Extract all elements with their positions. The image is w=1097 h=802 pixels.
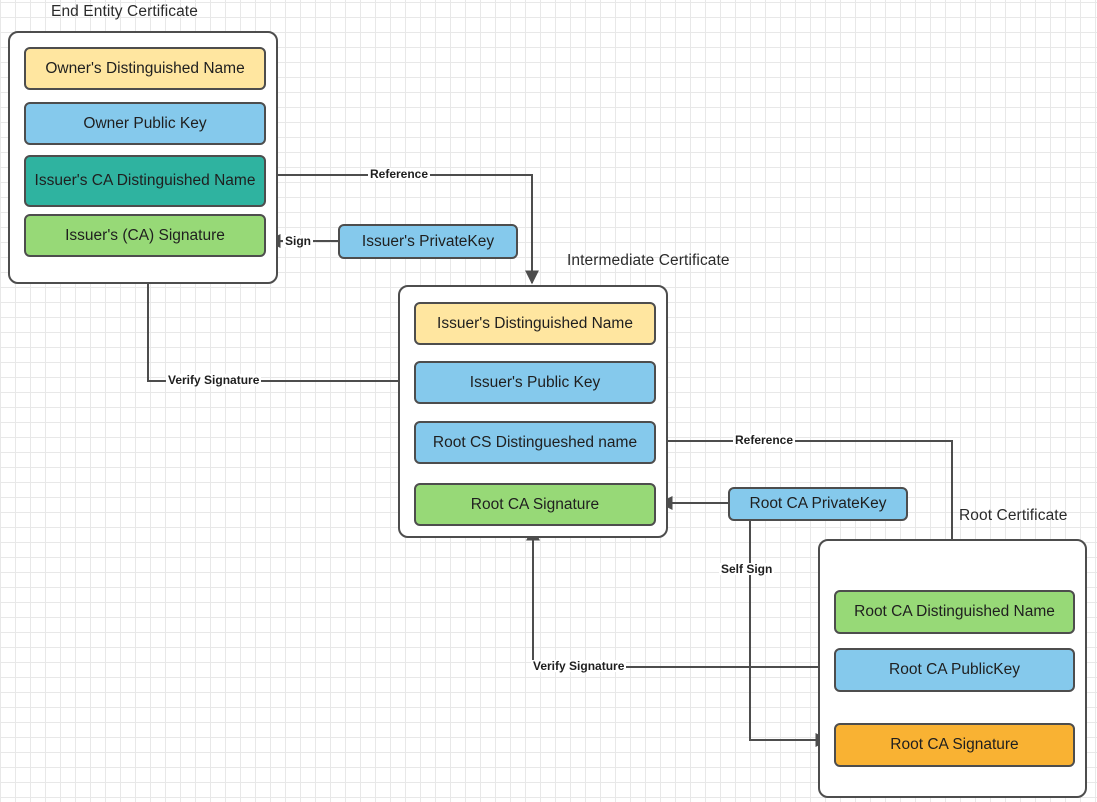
edge-verify-signature-bottom xyxy=(526,526,832,668)
root-certificate-title: Root Certificate xyxy=(959,507,1068,524)
root-certificate-container: Root CA Distinguished Name Root CA Publi… xyxy=(818,539,1087,798)
edge-label-self-sign: Self Sign xyxy=(719,562,775,576)
field-root-ca-signature-root[interactable]: Root CA Signature xyxy=(834,723,1075,767)
field-owner-public-key[interactable]: Owner Public Key xyxy=(24,102,266,145)
edge-label-reference-bottom: Reference xyxy=(733,433,796,447)
field-owners-distinguished-name[interactable]: Owner's Distinguished Name xyxy=(24,47,266,90)
end-entity-certificate-title: End Entity Certificate xyxy=(51,3,198,20)
intermediate-certificate-title: Intermediate Certificate xyxy=(567,252,730,269)
end-entity-certificate-container: Owner's Distinguished Name Owner Public … xyxy=(8,31,278,284)
field-root-cs-distingueshed-name[interactable]: Root CS Distingueshed name xyxy=(414,421,656,464)
intermediate-certificate-container: Issuer's Distinguished Name Issuer's Pub… xyxy=(398,285,668,538)
edge-self-sign xyxy=(749,520,830,747)
edge-label-verify-signature-top: Verify Signature xyxy=(166,373,262,387)
field-issuers-distinguished-name[interactable]: Issuer's Distinguished Name xyxy=(414,302,656,345)
field-issuers-public-key[interactable]: Issuer's Public Key xyxy=(414,361,656,404)
field-root-ca-signature-intermediate[interactable]: Root CA Signature xyxy=(414,483,656,526)
issuer-private-key-node[interactable]: Issuer's PrivateKey xyxy=(338,224,518,259)
root-ca-private-key-node[interactable]: Root CA PrivateKey xyxy=(728,487,908,521)
field-root-ca-distinguished-name[interactable]: Root CA Distinguished Name xyxy=(834,590,1075,634)
edge-label-verify-signature-bottom: Verify Signature xyxy=(531,659,627,673)
field-root-ca-publickey[interactable]: Root CA PublicKey xyxy=(834,648,1075,692)
edge-label-reference-top: Reference xyxy=(368,167,431,181)
field-issuers-ca-signature[interactable]: Issuer's (CA) Signature xyxy=(24,214,266,257)
edge-label-sign: Sign xyxy=(283,234,313,248)
field-issuers-ca-distinguished-name[interactable]: Issuer's CA Distinguished Name xyxy=(24,155,266,207)
